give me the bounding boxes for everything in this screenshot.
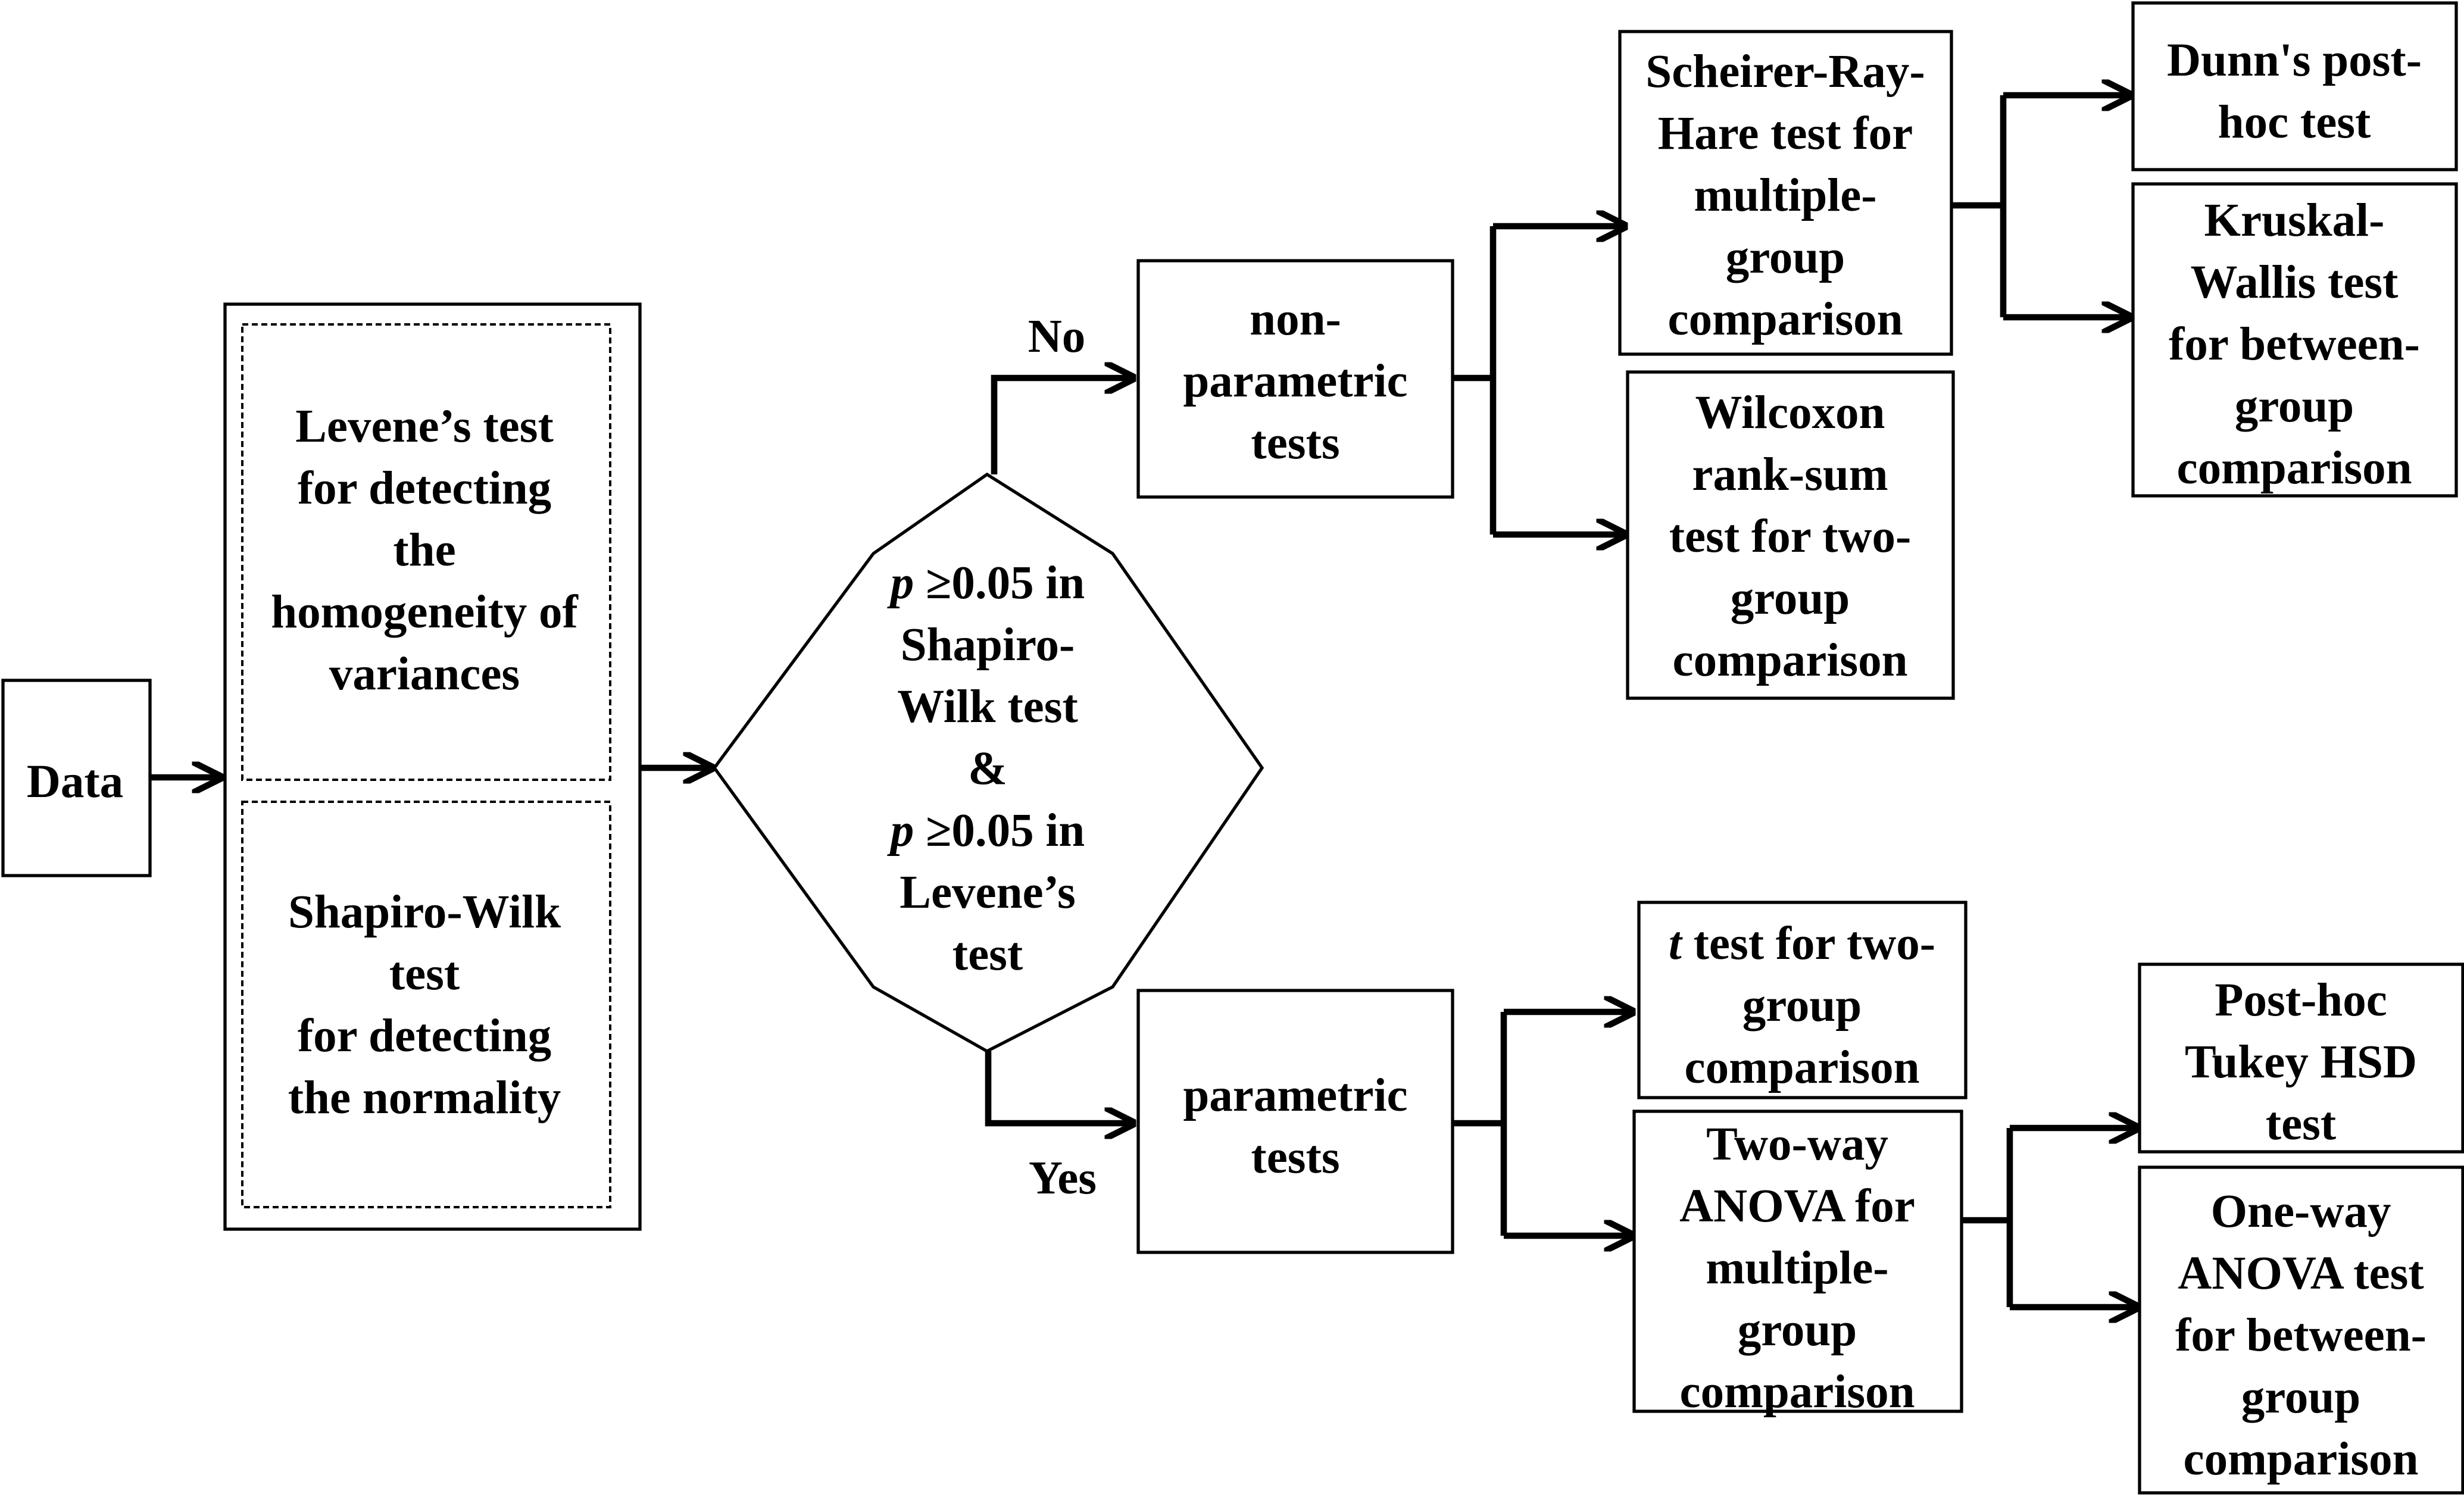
- wilcoxon-label-line: comparison: [1673, 635, 1908, 686]
- arrow-yes-branch: [985, 1051, 1133, 1123]
- ttest-label-line: group: [1742, 980, 1862, 1032]
- shapiro-label: Shapiro-Wilk test for detecting the normali…: [288, 886, 561, 1124]
- scheirer-label-line: Scheirer-Ray-: [1645, 46, 1925, 98]
- ttest-label-line: t test for two-: [1669, 918, 1935, 970]
- dunn-label: Dunn's post-hoc test: [2167, 35, 2422, 148]
- arrow-no-branch: [991, 378, 1133, 474]
- wilcoxon-label-line: test for two-: [1669, 511, 1912, 562]
- kruskal-label: Kruskal- Wallis test for between-group comp…: [2169, 195, 2420, 494]
- twoway-label-line: group: [1738, 1304, 1857, 1356]
- twoway-box: [1632, 1110, 1963, 1413]
- oneway-label-line: comparison: [2184, 1433, 2419, 1485]
- scheirer-box: [1618, 30, 1953, 356]
- levene-label-line: for detecting: [298, 462, 551, 514]
- wilcoxon-box: [1626, 370, 1955, 700]
- scheirer-label-line: group: [1726, 232, 1845, 283]
- oneway-label-line: for between-: [2175, 1310, 2426, 1361]
- levene-label-line: the: [393, 524, 455, 576]
- wilcoxon-label-line: Wilcoxon: [1695, 387, 1885, 439]
- scheirer-label-line: comparison: [1668, 293, 1903, 345]
- wilcoxon-label-line: group: [1731, 573, 1850, 624]
- decision-label: p ≥0.05 in Shapiro- Wilk test & p ≥0.05 in Le…: [887, 557, 1085, 980]
- tukey-box: [2138, 962, 2464, 1154]
- oneway-label-line: ANOVA test: [2178, 1248, 2424, 1299]
- decision-label-line: Levene’s: [900, 867, 1075, 918]
- tukey-label-line: Post-hoc: [2215, 974, 2387, 1026]
- shapiro-label-line: for detecting: [298, 1010, 551, 1062]
- scheirer-label: Scheirer-Ray- Hare test for multiple-group…: [1645, 46, 1925, 345]
- kruskal-box: [2131, 182, 2458, 498]
- parametric-label: parametric tests: [1183, 1070, 1407, 1183]
- kruskal-label-line: group: [2235, 380, 2354, 432]
- shapiro-label-line: Shapiro-Wilk: [288, 886, 561, 938]
- no-label: No: [1028, 311, 1086, 362]
- tukey-label-line: Tukey HSD: [2185, 1036, 2417, 1088]
- nonparametric-label: non-parametric tests: [1183, 293, 1407, 469]
- scheirer-label-line: multiple-: [1694, 170, 1876, 221]
- yes-label: Yes: [1029, 1152, 1097, 1204]
- decision-label-line: test: [953, 929, 1023, 980]
- decision-label-line: &: [968, 743, 1007, 795]
- nonparametric-label-line: non-: [1250, 293, 1341, 345]
- twoway-label-line: multiple-: [1706, 1242, 1888, 1294]
- twoway-label-line: comparison: [1680, 1366, 1915, 1418]
- twoway-label-line: Two-way: [1706, 1118, 1888, 1170]
- parametric-label-line: tests: [1251, 1132, 1339, 1183]
- wilcoxon-label: Wilcoxon rank-sum test for two-group compar…: [1669, 387, 1912, 686]
- twoway-label-line: ANOVA for: [1679, 1180, 1915, 1232]
- levene-label: Levene’s test for detecting the homogeneity…: [271, 401, 579, 700]
- shapiro-label-line: test: [389, 948, 460, 1000]
- ttest-label: t test for two-group comparison: [1669, 918, 1935, 1093]
- kruskal-label-line: Wallis test: [2191, 257, 2399, 308]
- dunn-label-line: Dunn's post-: [2167, 35, 2422, 86]
- parametric-label-line: parametric: [1183, 1070, 1407, 1121]
- levene-label-line: variances: [329, 648, 520, 700]
- nonparametric-label-line: parametric: [1183, 355, 1407, 407]
- decision-label-line: p ≥0.05 in: [887, 557, 1085, 609]
- decision-label-line: Wilk test: [897, 681, 1078, 733]
- oneway-label-line: One-way: [2211, 1186, 2391, 1238]
- oneway-box: [2138, 1165, 2464, 1495]
- data-box: [1, 679, 152, 877]
- tukey-label-line: test: [2266, 1098, 2336, 1150]
- levene-label-line: Levene’s test: [295, 401, 554, 452]
- decision-label-line: p ≥0.05 in: [887, 805, 1085, 857]
- preliminary-tests-box: [223, 302, 642, 1231]
- dunn-box: [2131, 1, 2458, 171]
- decision-label-line: Shapiro-: [901, 619, 1075, 671]
- oneway-label-line: group: [2241, 1371, 2361, 1423]
- levene-label-line: homogeneity of: [271, 586, 579, 638]
- nonparametric-box: [1136, 259, 1454, 499]
- kruskal-label-line: comparison: [2177, 442, 2412, 494]
- ttest-label-line: comparison: [1685, 1042, 1920, 1093]
- data-label: Data: [27, 756, 123, 808]
- data-label-line: Data: [27, 756, 123, 808]
- scheirer-label-line: Hare test for: [1658, 108, 1913, 160]
- ttest-box: [1637, 901, 1968, 1099]
- shapiro-subbox: [241, 801, 611, 1208]
- kruskal-label-line: Kruskal-: [2204, 195, 2385, 246]
- wilcoxon-label-line: rank-sum: [1692, 449, 1888, 501]
- dunn-label-line: hoc test: [2218, 96, 2371, 148]
- shapiro-label-line: the normality: [288, 1072, 561, 1124]
- kruskal-label-line: for between-: [2169, 318, 2420, 370]
- parametric-box: [1136, 989, 1454, 1254]
- levene-subbox: [241, 323, 611, 781]
- nonparametric-label-line: tests: [1251, 417, 1339, 469]
